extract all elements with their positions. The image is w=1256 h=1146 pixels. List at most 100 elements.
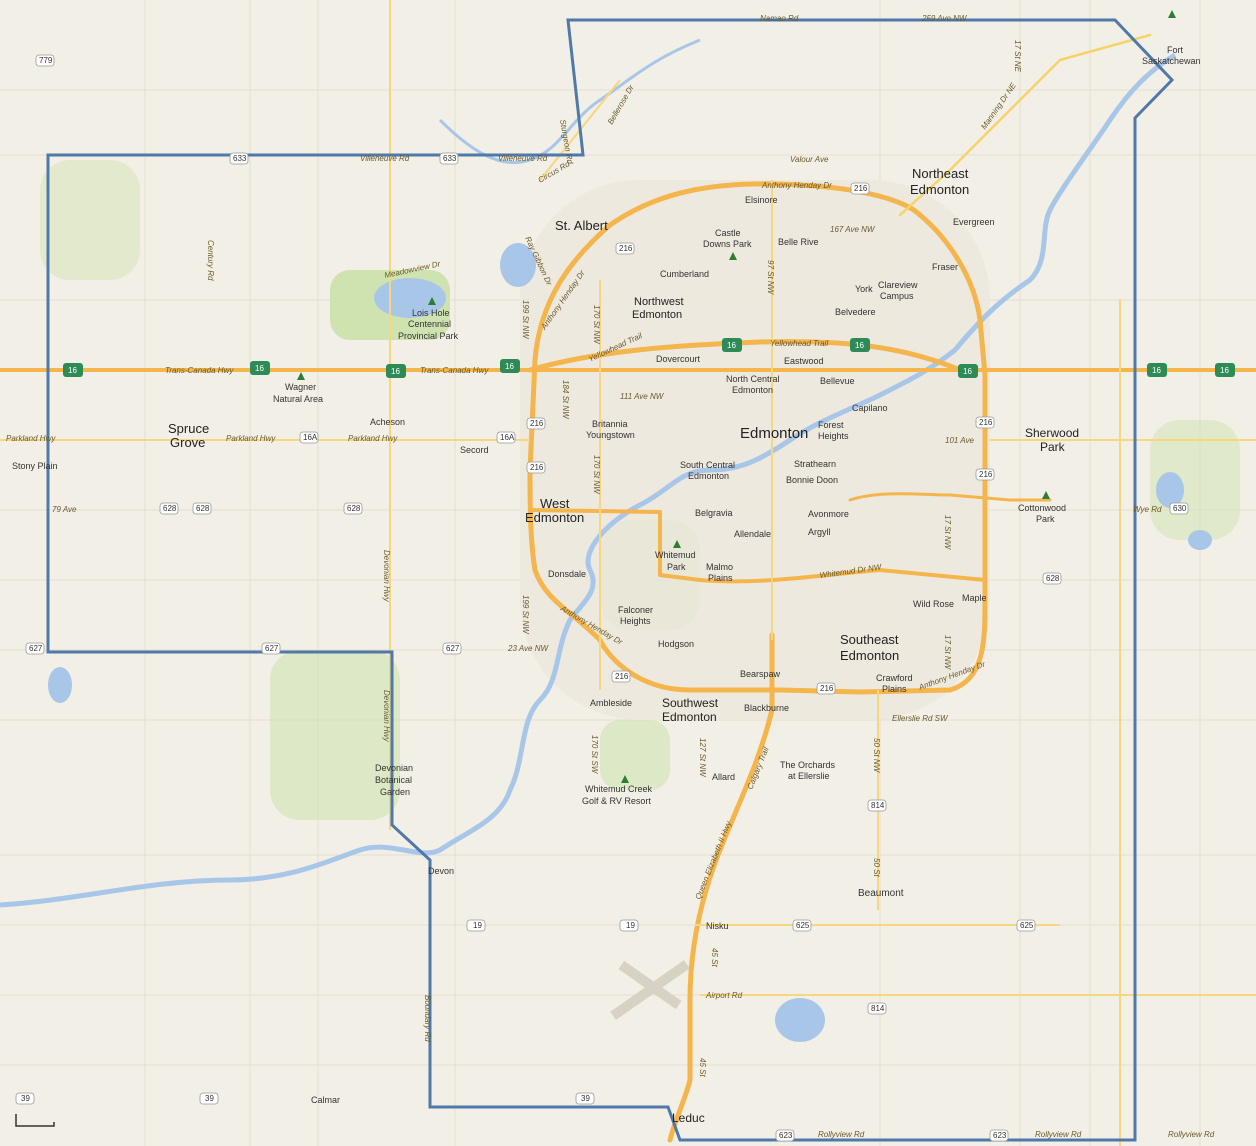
svg-text:Southwest: Southwest <box>662 696 719 710</box>
svg-text:17 St NE: 17 St NE <box>1013 40 1022 73</box>
svg-text:779: 779 <box>39 56 53 65</box>
svg-text:Clareview: Clareview <box>878 280 918 290</box>
hwy-16-shield: 16 <box>1147 363 1167 377</box>
svg-text:184 St NW: 184 St NW <box>561 380 570 420</box>
svg-text:16: 16 <box>1220 366 1229 375</box>
label-st-albert: St. Albert <box>555 218 608 233</box>
svg-text:Nisku: Nisku <box>706 921 729 931</box>
svg-text:16: 16 <box>391 367 400 376</box>
svg-text:Rollyview Rd: Rollyview Rd <box>1168 1130 1215 1139</box>
svg-text:170 St NW: 170 St NW <box>592 305 601 345</box>
svg-text:216: 216 <box>619 244 633 253</box>
svg-text:19: 19 <box>626 921 635 930</box>
svg-text:Rollyview Rd: Rollyview Rd <box>1035 1130 1082 1139</box>
svg-text:Capilano: Capilano <box>852 403 888 413</box>
svg-text:Downs Park: Downs Park <box>703 239 752 249</box>
svg-text:167 Ave NW: 167 Ave NW <box>830 225 876 234</box>
label-edmonton: Edmonton <box>740 425 808 442</box>
svg-text:16A: 16A <box>500 433 515 442</box>
svg-text:39: 39 <box>205 1094 214 1103</box>
svg-text:Villeneuve Rd: Villeneuve Rd <box>360 154 410 163</box>
svg-text:Wye Rd: Wye Rd <box>1133 505 1162 514</box>
svg-text:101 Ave: 101 Ave <box>945 436 974 445</box>
svg-text:97 St NW: 97 St NW <box>766 260 775 296</box>
place-labels: Elsinore Castle Downs Park Belle Rive Cu… <box>273 195 1066 1105</box>
svg-text:Hodgson: Hodgson <box>658 639 694 649</box>
svg-text:628: 628 <box>1046 574 1060 583</box>
svg-text:Whitemud: Whitemud <box>655 550 696 560</box>
svg-text:45 St: 45 St <box>710 948 719 967</box>
svg-text:Britannia: Britannia <box>592 419 628 429</box>
svg-text:Belvedere: Belvedere <box>835 307 876 317</box>
svg-text:Valour Ave: Valour Ave <box>790 155 829 164</box>
svg-text:17 St NW: 17 St NW <box>943 635 952 671</box>
svg-text:Donsdale: Donsdale <box>548 569 586 579</box>
svg-text:at Ellerslie: at Ellerslie <box>788 771 830 781</box>
tree-icon <box>621 775 629 783</box>
svg-text:16: 16 <box>1152 366 1161 375</box>
svg-text:Golf & RV Resort: Golf & RV Resort <box>582 796 651 806</box>
svg-text:Villeneuve Rd: Villeneuve Rd <box>498 154 548 163</box>
svg-text:Falconer: Falconer <box>618 605 653 615</box>
svg-text:Allendale: Allendale <box>734 529 771 539</box>
svg-text:Campus: Campus <box>880 291 914 301</box>
queen-elizabeth-ii-hwy <box>667 632 775 1143</box>
svg-text:Ambleside: Ambleside <box>590 698 632 708</box>
svg-text:814: 814 <box>871 1004 885 1013</box>
city-labels: St. Albert Northeast Edmonton Northwest … <box>12 45 1201 1125</box>
svg-text:Youngstown: Youngstown <box>586 430 635 440</box>
svg-text:79 Ave: 79 Ave <box>52 505 77 514</box>
svg-text:North Central: North Central <box>726 374 780 384</box>
hwy-16-shield: 16 <box>500 359 520 373</box>
svg-text:Plains: Plains <box>708 573 733 583</box>
svg-text:19: 19 <box>473 921 482 930</box>
svg-text:16: 16 <box>963 367 972 376</box>
svg-text:Malmo: Malmo <box>706 562 733 572</box>
svg-text:16A: 16A <box>303 433 318 442</box>
svg-text:625: 625 <box>796 921 810 930</box>
hwy-16-shield: 16 <box>1215 363 1235 377</box>
svg-text:625: 625 <box>1020 921 1034 930</box>
svg-text:Argyll: Argyll <box>808 527 831 537</box>
svg-text:Provincial Park: Provincial Park <box>398 331 459 341</box>
svg-text:West: West <box>540 496 570 511</box>
svg-text:South Central: South Central <box>680 460 735 470</box>
svg-text:627: 627 <box>265 644 279 653</box>
tree-icon <box>729 252 737 260</box>
svg-text:Namao Rd: Namao Rd <box>760 14 799 23</box>
sherwood-connector <box>848 492 1052 502</box>
svg-text:Bellevue: Bellevue <box>820 376 855 386</box>
svg-text:50 St NW: 50 St NW <box>872 738 881 774</box>
svg-text:Elsinore: Elsinore <box>745 195 778 205</box>
lakes <box>48 243 1212 1042</box>
svg-text:Eastwood: Eastwood <box>784 356 824 366</box>
label-stony-plain: Stony Plain <box>12 461 58 471</box>
svg-text:Whitemud Creek: Whitemud Creek <box>585 784 653 794</box>
svg-text:Ellerslie Rd SW: Ellerslie Rd SW <box>892 714 949 723</box>
svg-text:Sherwood: Sherwood <box>1025 426 1079 440</box>
svg-text:Cottonwood: Cottonwood <box>1018 503 1066 513</box>
svg-text:Northwest: Northwest <box>634 296 684 308</box>
svg-text:Parkland Hwy: Parkland Hwy <box>348 434 398 443</box>
svg-text:Fraser: Fraser <box>932 262 958 272</box>
svg-text:170 St NW: 170 St NW <box>592 455 601 495</box>
tree-icon <box>673 540 681 548</box>
svg-text:Edmonton: Edmonton <box>632 309 682 321</box>
label-beaumont: Beaumont <box>858 888 904 899</box>
svg-text:Edmonton: Edmonton <box>662 710 717 724</box>
whitemud-dr <box>528 508 987 584</box>
svg-text:Dovercourt: Dovercourt <box>656 354 701 364</box>
svg-text:Lois Hole: Lois Hole <box>412 308 450 318</box>
svg-text:623: 623 <box>779 1131 793 1140</box>
svg-text:16: 16 <box>505 362 514 371</box>
svg-text:Parkland Hwy: Parkland Hwy <box>6 434 56 443</box>
svg-text:39: 39 <box>581 1094 590 1103</box>
svg-text:Belgravia: Belgravia <box>695 508 733 518</box>
svg-text:Natural Area: Natural Area <box>273 394 323 404</box>
svg-text:Belle Rive: Belle Rive <box>778 237 819 247</box>
tree-icon <box>428 297 436 305</box>
hwy-16-shield: 16 <box>722 338 742 352</box>
